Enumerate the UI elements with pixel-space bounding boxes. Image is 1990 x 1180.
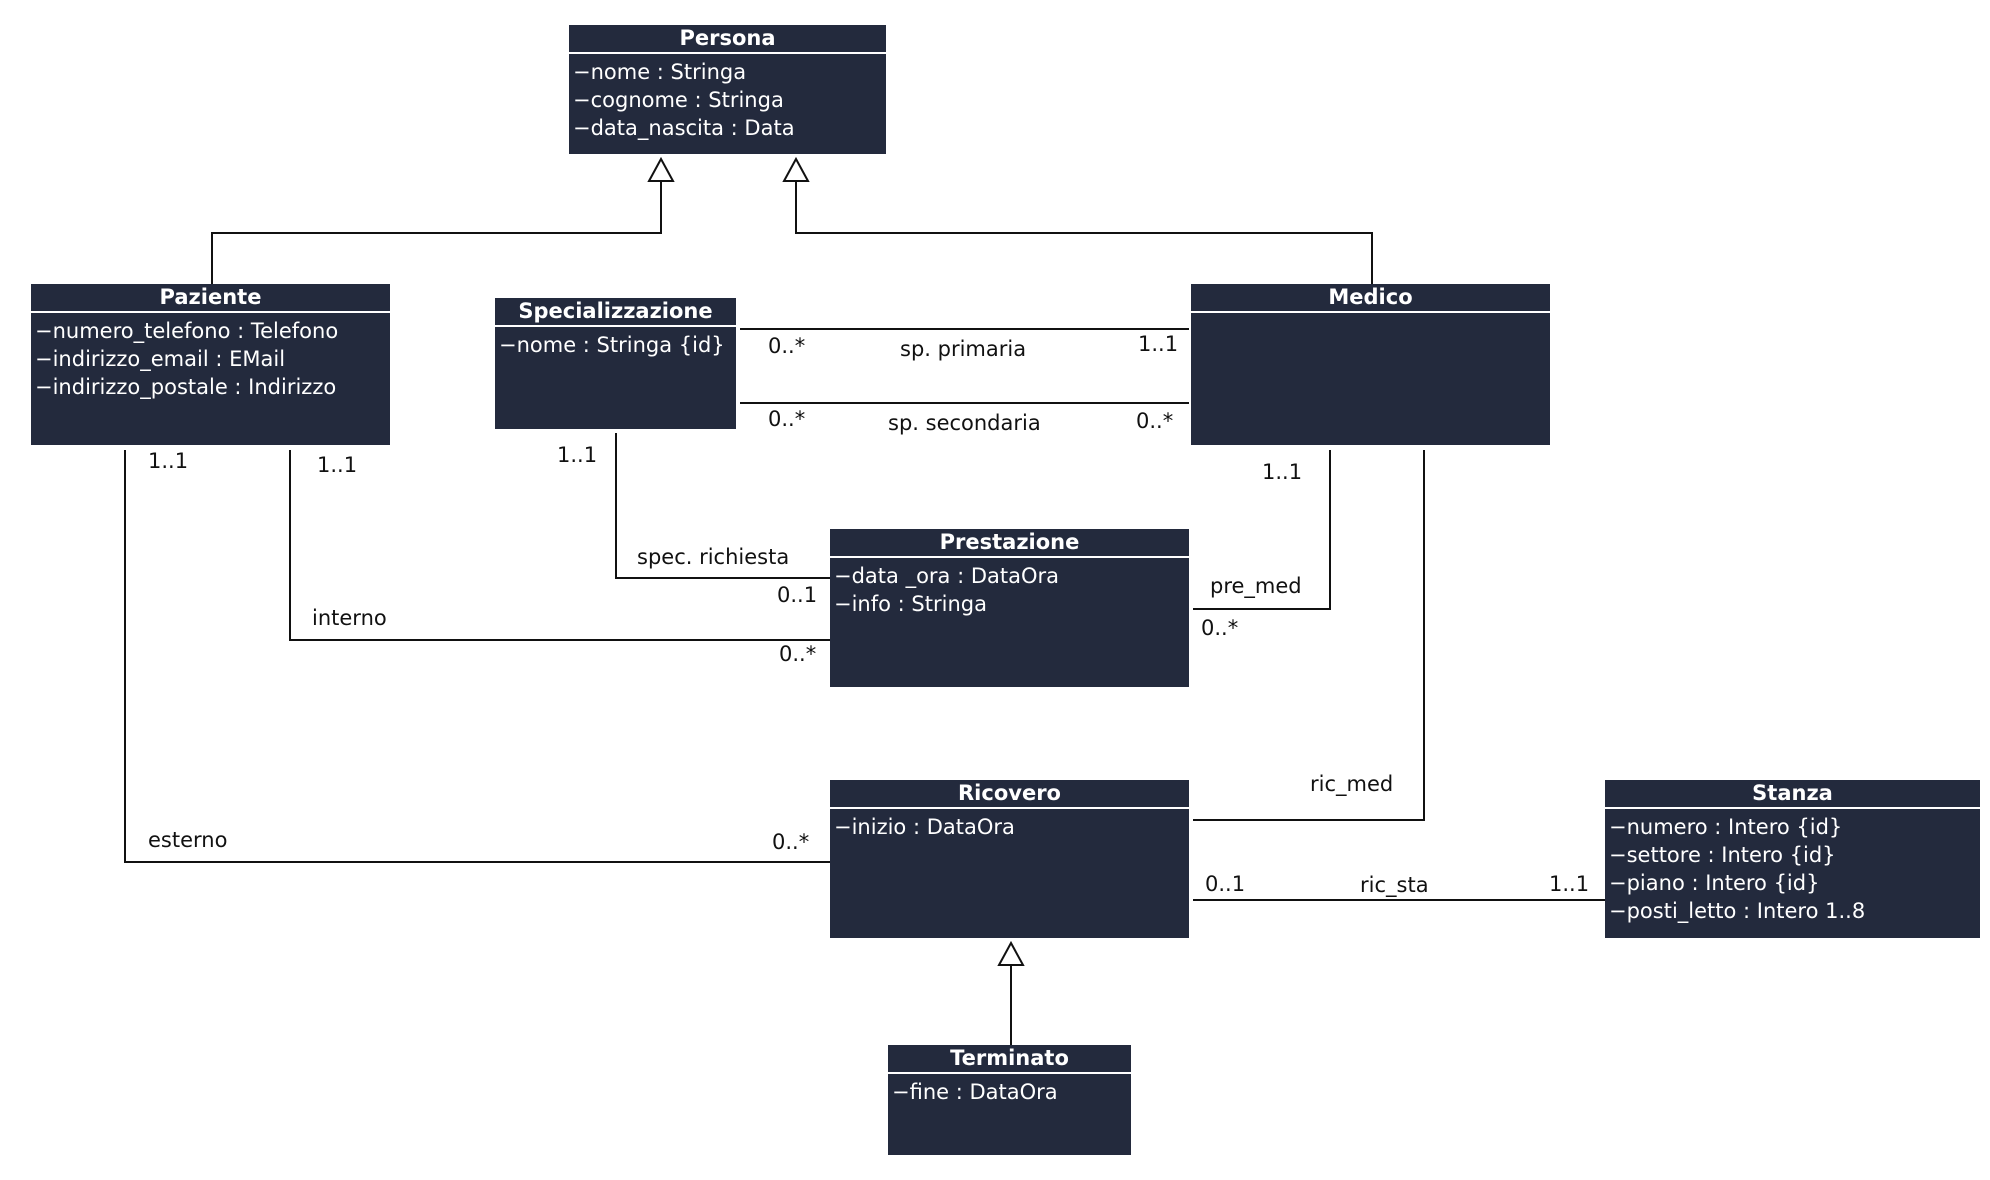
class-attribute: −posti_letto : Intero 1..8 bbox=[1609, 899, 1866, 923]
class-persona[interactable]: Persona −nome : Stringa −cognome : Strin… bbox=[569, 25, 886, 154]
class-stanza[interactable]: Stanza −numero : Intero {id} −settore : … bbox=[1605, 780, 1980, 938]
class-title: Paziente bbox=[31, 284, 390, 313]
association-name: sp. primaria bbox=[900, 337, 1027, 361]
generalization-arrowhead-icon bbox=[997, 940, 1025, 966]
class-ricovero[interactable]: Ricovero −inizio : DataOra bbox=[830, 780, 1189, 938]
multiplicity: 0..* bbox=[1136, 409, 1174, 433]
class-attribute: −data _ora : DataOra bbox=[834, 564, 1060, 588]
association-ric-med bbox=[1193, 450, 1425, 821]
class-attribute: −inizio : DataOra bbox=[834, 815, 1015, 839]
association-interno bbox=[289, 450, 830, 641]
generalization-paziente-persona bbox=[211, 181, 662, 284]
multiplicity: 0..1 bbox=[777, 583, 818, 607]
class-attribute: −piano : Intero {id} bbox=[1609, 871, 1820, 895]
class-medico[interactable]: Medico bbox=[1191, 284, 1550, 445]
generalization-medico-persona bbox=[795, 181, 1373, 284]
multiplicity: 1..1 bbox=[1138, 332, 1179, 356]
multiplicity: 1..1 bbox=[317, 453, 358, 477]
class-title: Persona bbox=[569, 25, 886, 54]
multiplicity: 0..* bbox=[1201, 616, 1239, 640]
multiplicity: 1..1 bbox=[1262, 460, 1303, 484]
association-name: sp. secondaria bbox=[888, 411, 1041, 435]
association-spec-richiesta bbox=[615, 433, 830, 579]
class-attribute: −settore : Intero {id} bbox=[1609, 843, 1836, 867]
class-prestazione[interactable]: Prestazione −data _ora : DataOra −info :… bbox=[830, 529, 1189, 687]
multiplicity: 1..1 bbox=[1549, 872, 1590, 896]
association-name: spec. richiesta bbox=[637, 545, 790, 569]
multiplicity: 0..1 bbox=[1205, 872, 1246, 896]
association-name: ric_med bbox=[1310, 772, 1394, 796]
association-name: ric_sta bbox=[1360, 873, 1429, 897]
generalization-arrowhead-icon bbox=[647, 156, 675, 182]
class-title: Terminato bbox=[888, 1045, 1131, 1074]
class-attribute: −nome : Stringa {id} bbox=[499, 333, 725, 357]
class-title: Medico bbox=[1191, 284, 1550, 313]
class-attribute: −info : Stringa bbox=[834, 592, 987, 616]
association-name: interno bbox=[312, 606, 387, 630]
association-pre-med bbox=[1193, 450, 1331, 610]
association-name: esterno bbox=[148, 828, 228, 852]
multiplicity: 1..1 bbox=[148, 449, 189, 473]
class-title: Prestazione bbox=[830, 529, 1189, 558]
class-attribute: −cognome : Stringa bbox=[573, 88, 784, 112]
class-attribute: −numero_telefono : Telefono bbox=[35, 319, 339, 343]
class-title: Stanza bbox=[1605, 780, 1980, 809]
class-attribute: −nome : Stringa bbox=[573, 60, 747, 84]
class-paziente[interactable]: Paziente −numero_telefono : Telefono −in… bbox=[31, 284, 390, 445]
multiplicity: 0..* bbox=[772, 830, 810, 854]
class-attribute: −fine : DataOra bbox=[892, 1080, 1058, 1104]
generalization-arrowhead-icon bbox=[782, 156, 810, 182]
class-terminato[interactable]: Terminato −fine : DataOra bbox=[888, 1045, 1131, 1155]
class-title: Specializzazione bbox=[495, 298, 736, 327]
class-attribute: −data_nascita : Data bbox=[573, 116, 795, 140]
multiplicity: 0..* bbox=[768, 407, 806, 431]
association-esterno bbox=[124, 450, 830, 863]
multiplicity: 1..1 bbox=[557, 443, 598, 467]
association-name: pre_med bbox=[1210, 574, 1302, 598]
class-specializzazione[interactable]: Specializzazione −nome : Stringa {id} bbox=[495, 298, 736, 429]
multiplicity: 0..* bbox=[768, 334, 806, 358]
class-title: Ricovero bbox=[830, 780, 1189, 809]
class-attribute: −indirizzo_postale : Indirizzo bbox=[35, 375, 337, 399]
class-attribute: −indirizzo_email : EMail bbox=[35, 347, 286, 371]
class-attribute: −numero : Intero {id} bbox=[1609, 815, 1843, 839]
multiplicity: 0..* bbox=[779, 642, 817, 666]
